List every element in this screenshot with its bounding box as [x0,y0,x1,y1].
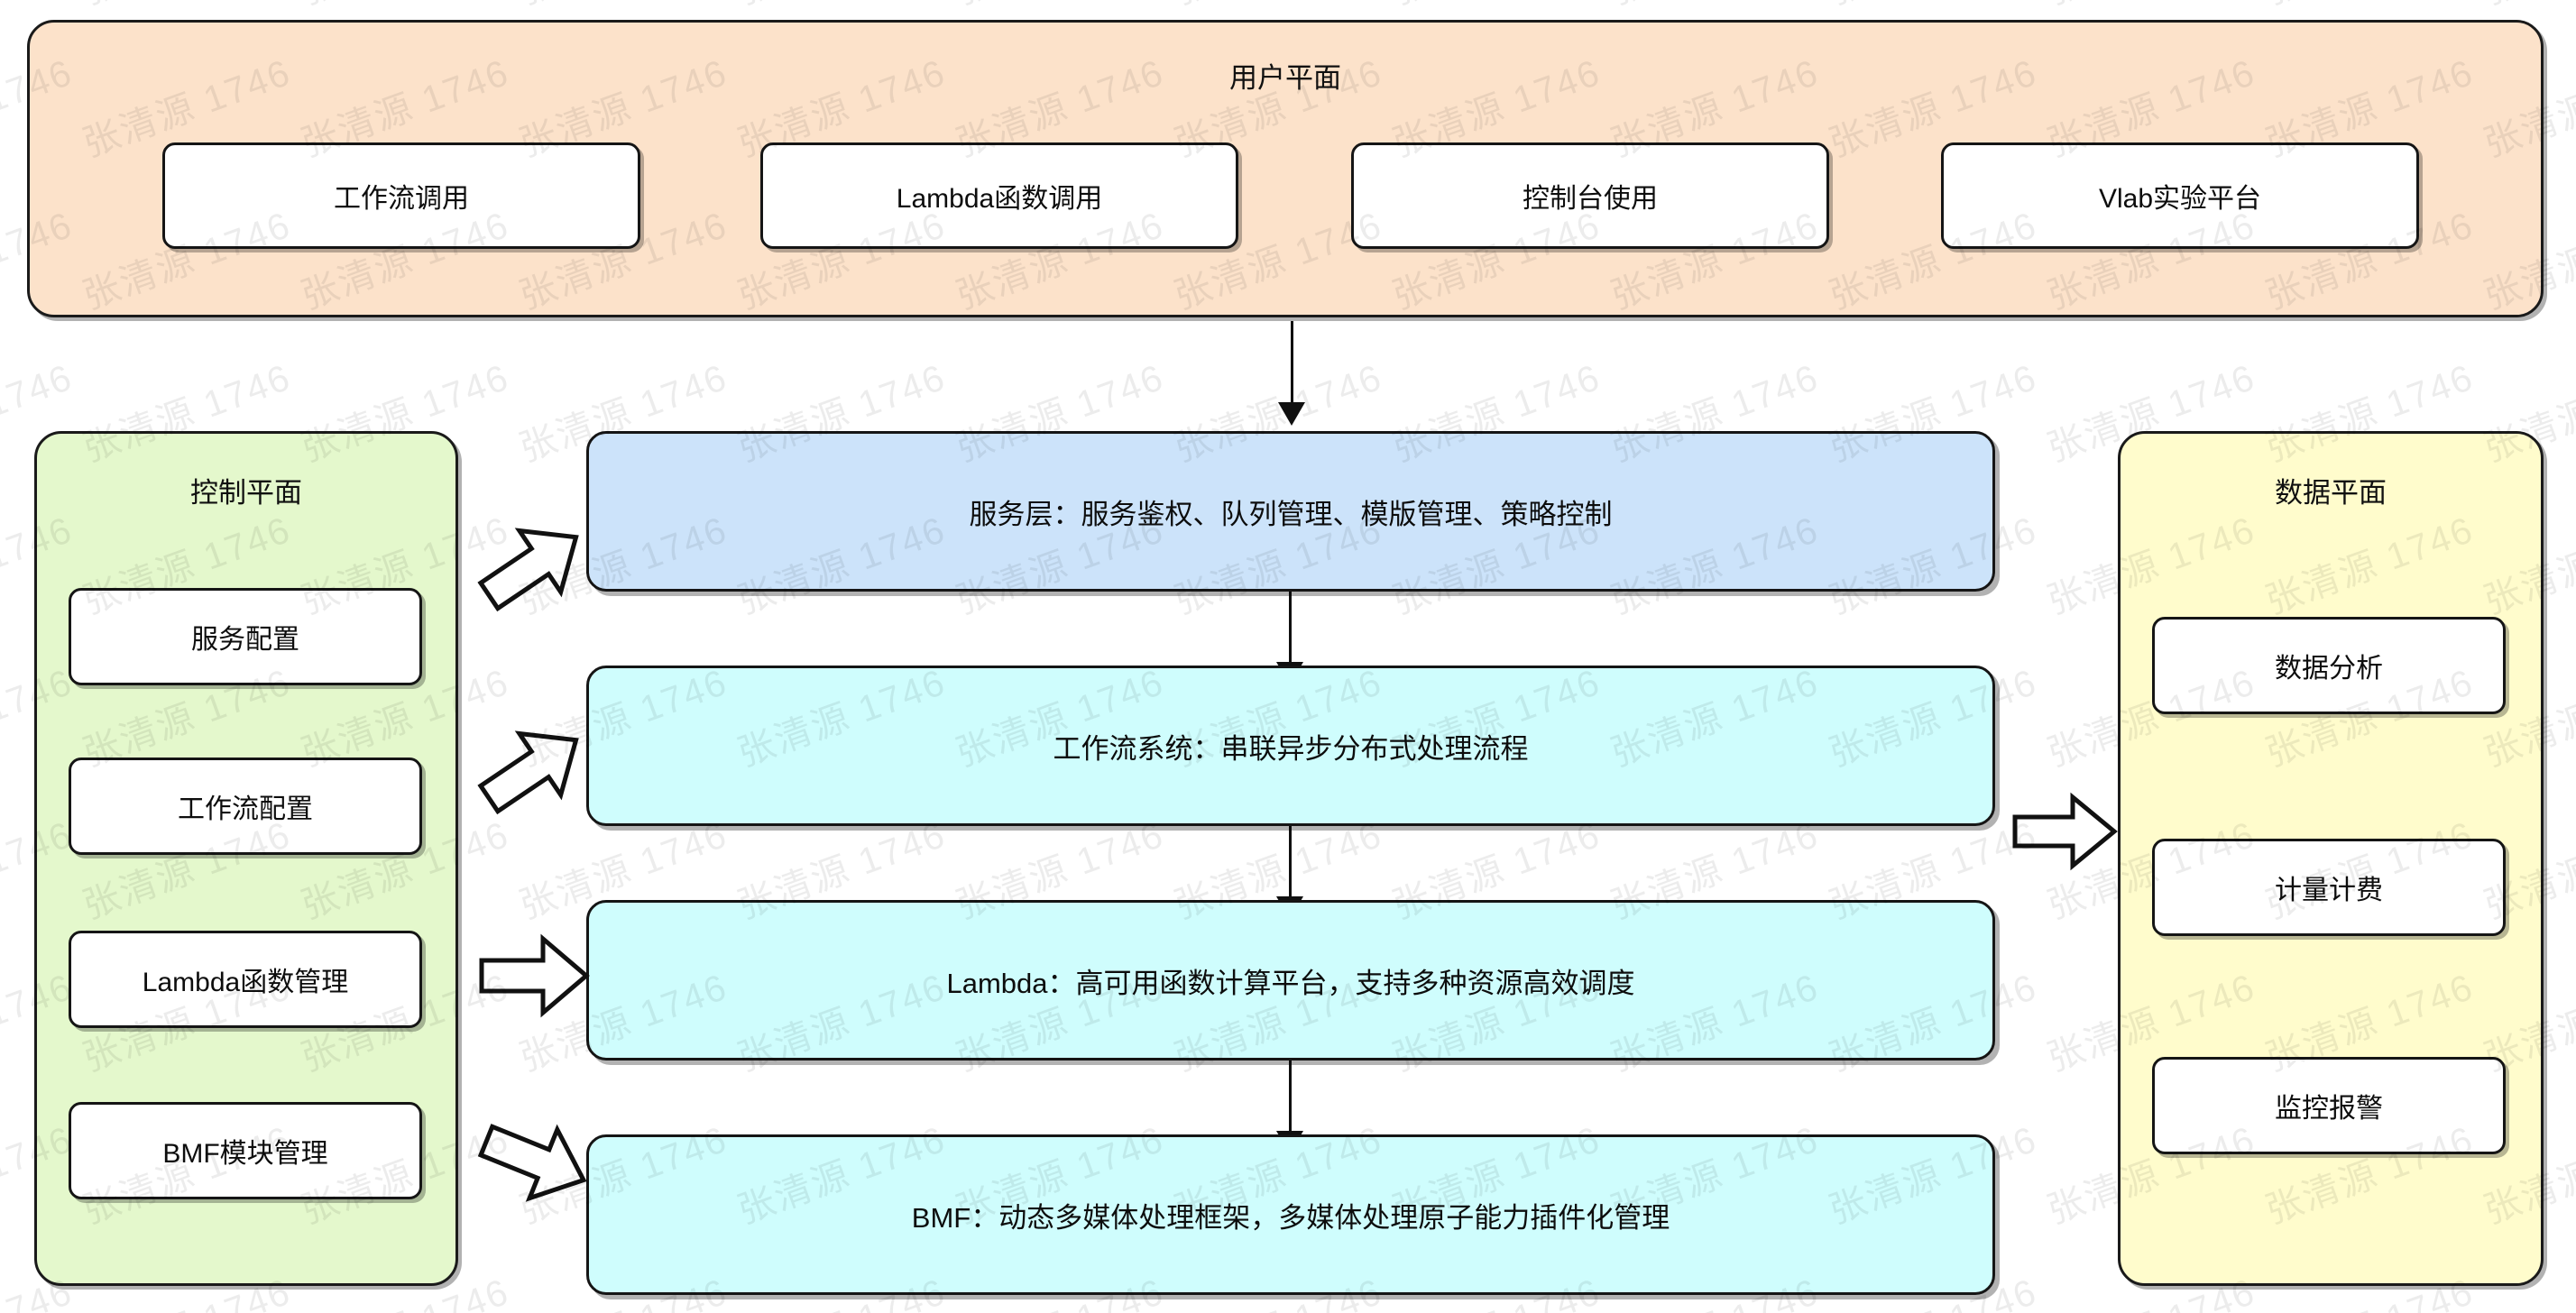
watermark-text: 张清源 1746 [2038,0,2262,14]
watermark-text: 张清源 1746 [1384,0,1607,14]
stage-lambda[interactable]: Lambda：高可用函数计算平台，支持多种资源高效调度 [586,900,1995,1060]
stage-label: 服务层：服务鉴权、队列管理、模版管理、策略控制 [969,498,1613,530]
control-plane-item-workflow-config[interactable]: 工作流配置 [69,758,422,855]
watermark-text: 张清源 1746 [1165,0,1389,14]
connector-user-to-service-arrowhead [1278,402,1305,426]
control-plane-item-label: 工作流配置 [178,794,313,824]
watermark-text: 张清源 1746 [74,0,298,14]
user-plane-item-lambda-invoke[interactable]: Lambda函数调用 [760,142,1238,249]
watermark-text: 张清源 1746 [2475,0,2576,14]
data-plane-item-metering-billing[interactable]: 计量计费 [2152,839,2506,936]
user-plane-item-vlab-platform[interactable]: Vlab实验平台 [1941,142,2419,249]
connector-lambda-to-bmf [1289,1060,1292,1138]
control-plane-item-service-config[interactable]: 服务配置 [69,588,422,685]
watermark-text: 张清源 1746 [511,0,734,14]
data-plane-item-label: 数据分析 [2275,654,2383,684]
control-plane-item-label: 服务配置 [191,625,299,655]
user-plane-item-label: 工作流调用 [334,184,469,214]
watermark-text: 张清源 1746 [292,0,516,14]
user-plane-item-label: 控制台使用 [1523,184,1658,214]
control-plane-item-bmf-management[interactable]: BMF模块管理 [69,1102,422,1199]
connector-workflow-to-lambda [1289,826,1292,904]
user-plane-item-console-usage[interactable]: 控制台使用 [1351,142,1829,249]
control-plane-item-label: BMF模块管理 [162,1139,328,1169]
control-plane-item-lambda-management[interactable]: Lambda函数管理 [69,931,422,1028]
user-plane-item-workflow-invoke[interactable]: 工作流调用 [162,142,640,249]
stage-label: 工作流系统：串联异步分布式处理流程 [1053,732,1529,765]
control-to-workflow-block-arrow [476,717,593,821]
user-plane-item-label: Vlab实验平台 [2098,184,2262,214]
stages-to-data-plane-block-arrow [2010,786,2127,877]
watermark-text: 张清源 1746 [2257,0,2480,14]
data-plane-title: 数据平面 [2275,477,2387,509]
watermark-text: 张清源 1746 [947,0,1171,14]
control-plane-title: 控制平面 [190,477,302,509]
data-plane-item-label: 计量计费 [2275,876,2383,905]
data-plane-item-monitoring-alerting[interactable]: 监控报警 [2152,1057,2506,1154]
stage-label: BMF：动态多媒体处理框架，多媒体处理原子能力插件化管理 [911,1201,1670,1234]
stage-service-layer[interactable]: 服务层：服务鉴权、队列管理、模版管理、策略控制 [586,431,1995,592]
control-plane-item-label: Lambda函数管理 [142,968,349,997]
user-plane-item-label: Lambda函数调用 [896,184,1103,214]
user-plane-title: 用户平面 [1229,62,1341,94]
data-plane-item-label: 监控报警 [2275,1094,2383,1124]
connector-user-to-service [1291,321,1293,409]
watermark-text: 张清源 1746 [729,0,952,14]
watermark-text: 张清源 1746 [0,0,79,14]
control-to-lambda-block-arrow [476,924,593,1028]
control-to-service-block-arrow [476,514,593,618]
watermark-text: 张清源 1746 [1602,0,1826,14]
stage-workflow-system[interactable]: 工作流系统：串联异步分布式处理流程 [586,666,1995,826]
data-plane-item-data-analysis[interactable]: 数据分析 [2152,617,2506,714]
stage-label: Lambda：高可用函数计算平台，支持多种资源高效调度 [946,967,1635,999]
control-to-bmf-block-arrow [476,1109,593,1213]
watermark-text: 张清源 1746 [1820,0,2044,14]
stage-bmf[interactable]: BMF：动态多媒体处理框架，多媒体处理原子能力插件化管理 [586,1134,1995,1295]
connector-service-to-workflow [1289,592,1292,669]
